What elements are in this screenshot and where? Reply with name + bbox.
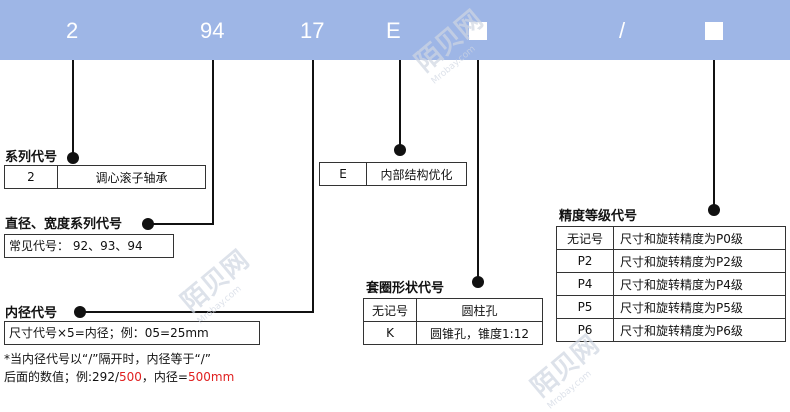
outer-table: 无记号 圆柱孔 K 圆锥孔，锥度1:12 [363,298,543,345]
code-bore: 17 [300,18,325,43]
code-series: 2 [66,18,79,43]
dot-internal [394,144,406,156]
code-slash: / [619,18,626,43]
internal-table: E 内部结构优化 [319,162,467,186]
series-table: 2 调心滚子轴承 [4,165,206,189]
placeholder-square-outer [469,22,487,40]
dot-outer [472,276,484,288]
code-bar [0,0,790,60]
dot-series [67,152,79,164]
code-diameter-width: 94 [200,18,225,43]
bore-formula: 尺寸代号×5=内径；例：05=25mm [4,321,260,345]
series-value: 2 [4,165,58,189]
dot-diameter [142,218,154,230]
precision-row: 无记号尺寸和旋转精度为P0级 [556,226,786,250]
placeholder-square-precision [705,22,723,40]
dot-bore [74,306,86,318]
internal-code: E [319,162,367,186]
series-desc: 调心滚子轴承 [57,165,206,189]
outer-row: 无记号 圆柱孔 [363,298,543,322]
code-internal: E [386,18,401,43]
dot-precision [708,204,720,216]
outer-title: 套圈形状代号 [366,281,445,296]
internal-desc: 内部结构优化 [366,162,467,186]
precision-title: 精度等级代号 [559,209,638,224]
series-title: 系列代号 [5,150,58,165]
bore-note-line2: 后面的数值；例:292/500，内径=500mm [4,370,235,384]
outer-row: K 圆锥孔，锥度1:12 [363,321,543,345]
diameter-series-common: 常见代号： 92、93、94 [4,234,174,258]
bore-note-line1: *当内径代号以“/”隔开时，内径等于“/” [4,352,211,366]
bore-title: 内径代号 [5,306,58,321]
diameter-series-title: 直径、宽度系列代号 [5,217,123,232]
